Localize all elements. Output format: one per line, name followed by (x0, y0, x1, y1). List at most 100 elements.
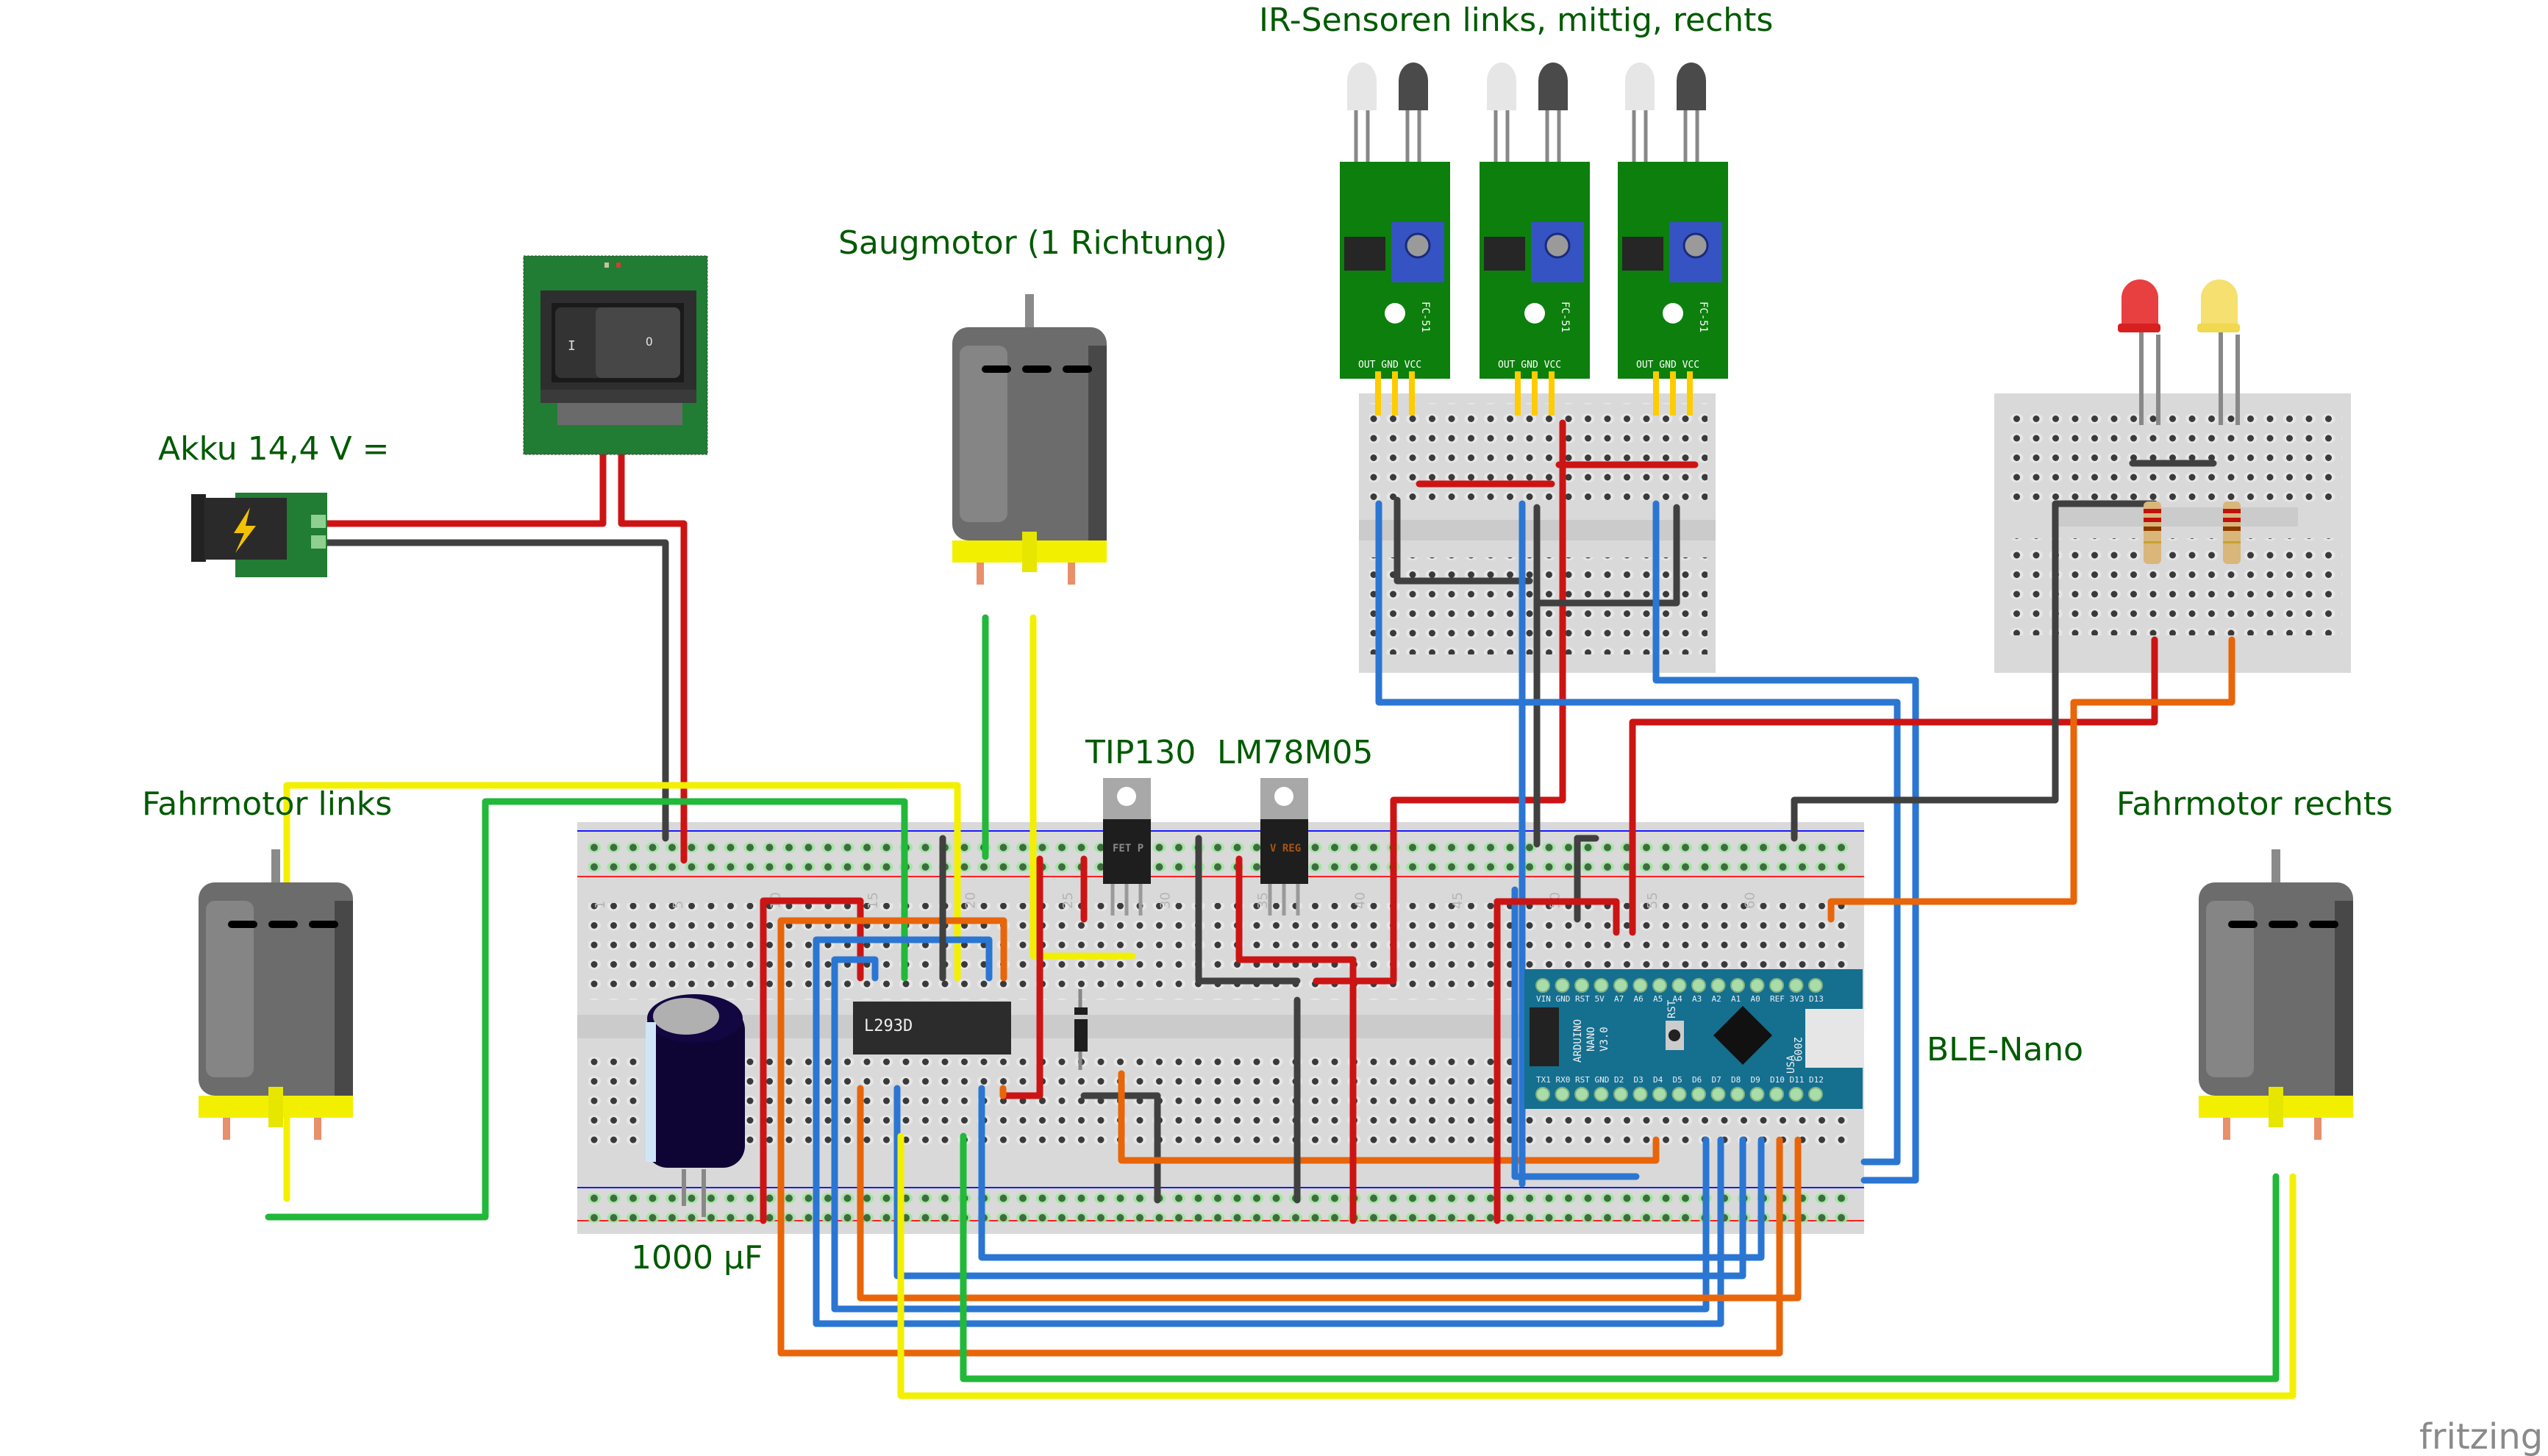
wire-red (1313, 419, 1566, 985)
column-number: 15 (866, 892, 881, 909)
power-switch[interactable]: I O (523, 255, 708, 455)
nano-pin (1632, 978, 1648, 993)
nano-pin (1730, 978, 1745, 993)
column-number: 20 (963, 892, 979, 909)
ir-emitter-led (1625, 63, 1655, 110)
nano-pin-label: A0 (1751, 994, 1760, 1004)
ir-pin-labels: OUT GND VCC (1498, 360, 1561, 371)
nano-pin-label: D2 (1614, 1075, 1624, 1085)
label-drive-motor-right: Fahrmotor rechts (2116, 785, 2393, 823)
resistor (2144, 502, 2161, 564)
ir-emitter-led (1347, 63, 1377, 110)
label-microcontroller: BLE-Nano (1927, 1031, 2083, 1068)
vreg-marking: V REG (1270, 843, 1301, 854)
nano-pin-label: D8 (1731, 1075, 1741, 1085)
nano-pin (1749, 978, 1765, 993)
wire-orange (1118, 1070, 1660, 1164)
nano-pin (1535, 978, 1550, 993)
ir-receiver-led (1399, 63, 1428, 110)
wire-green (265, 798, 908, 1221)
column-number: 45 (1450, 892, 1466, 909)
column-number: 35 (1255, 892, 1271, 909)
nano-pin-label: GND (1595, 1075, 1610, 1085)
wire-black (1533, 504, 1680, 607)
ir-receiver-led (1538, 63, 1568, 110)
transistor-tip130: FET P (1103, 778, 1151, 916)
wire-blue (1375, 500, 1901, 1166)
wire-blue (978, 1085, 1765, 1261)
ir-emitter-led (1487, 63, 1516, 110)
lightning-icon (234, 507, 256, 553)
nano-pin (1594, 978, 1609, 993)
l293d-chip: L293D (853, 1002, 1011, 1054)
nano-pin (1749, 1087, 1765, 1102)
nano-pin (1652, 1087, 1667, 1102)
wire-orange (777, 917, 1007, 1357)
nano-pin-label: D3 (1634, 1075, 1644, 1085)
wire-red (1629, 636, 2158, 936)
column-number: 5 (671, 901, 686, 909)
nano-pin-label: GND (1556, 994, 1571, 1004)
nano-pin (1730, 1087, 1745, 1102)
nano-pin-label: A4 (1673, 994, 1683, 1004)
capacitor (646, 994, 745, 1217)
nano-pin (1710, 978, 1726, 993)
wire-red (1494, 898, 1620, 936)
reset-button[interactable] (1669, 1029, 1680, 1041)
nano-pin-label: A7 (1614, 994, 1624, 1004)
wire-black (1195, 835, 1301, 985)
ir-model-label: FC-51 (1419, 301, 1431, 332)
ir-model-label: FC-51 (1559, 301, 1571, 332)
nano-pin (1769, 978, 1784, 993)
suction-motor (952, 294, 1107, 585)
nano-pin (1555, 1087, 1570, 1102)
nano-pin-label: TX1 (1536, 1075, 1551, 1085)
label-suction-motor: Saugmotor (1 Richtung) (838, 224, 1227, 262)
column-number: 1 (593, 901, 608, 909)
nano-pin (1808, 978, 1823, 993)
label-battery: Akku 14,4 V = (158, 430, 390, 468)
nano-pin-label: RST (1575, 1075, 1590, 1085)
fet-marking: FET P (1113, 843, 1143, 854)
fritzing-logo: fritzing (2419, 1416, 2543, 1456)
ir-model-label: FC-51 (1697, 301, 1709, 332)
wire-yellow (897, 1132, 2297, 1399)
nano-pin-label: D12 (1809, 1075, 1824, 1085)
nano-pin-label: REF (1770, 994, 1785, 1004)
nano-pin (1535, 1087, 1550, 1102)
ir-receiver-led (1677, 63, 1706, 110)
nano-name-line2: NANO (1585, 1027, 1597, 1052)
column-number: 30 (1158, 892, 1174, 909)
wire-red (320, 438, 607, 527)
label-regulator: LM78M05 (1217, 734, 1373, 771)
nano-pin (1574, 978, 1589, 993)
wire-red (1313, 956, 1357, 1224)
label-ir-sensors: IR-Sensoren links, mittig, rechts (1259, 1, 1773, 39)
nano-pin (1555, 978, 1570, 993)
wire-blue (831, 956, 879, 1313)
wire-blue (813, 1136, 1724, 1327)
nano-pin-label: 3V3 (1790, 994, 1805, 1004)
wire-red (1235, 855, 1320, 963)
nano-pin-label: A1 (1731, 994, 1741, 1004)
switch-on-symbol: I (568, 338, 576, 354)
led-yellow (2197, 279, 2240, 425)
nano-pin (1671, 1087, 1687, 1102)
battery-jack (191, 493, 327, 577)
nano-pin-label: RX0 (1556, 1075, 1571, 1085)
wire-blue (1652, 500, 1919, 1184)
resistor (2223, 502, 2241, 564)
nano-pin-label: D13 (1809, 994, 1824, 1004)
column-number: 40 (1353, 892, 1368, 909)
l293d-label: L293D (864, 1017, 913, 1035)
wire-red (999, 855, 1043, 1099)
nano-name: ARDUINO (1572, 1019, 1584, 1063)
wire-yellow (1029, 614, 1136, 960)
wire-black (1791, 500, 2158, 842)
nano-pin (1691, 978, 1706, 993)
nano-pin-label: D9 (1751, 1075, 1760, 1085)
label-drive-motor-left: Fahrmotor links (142, 785, 392, 823)
